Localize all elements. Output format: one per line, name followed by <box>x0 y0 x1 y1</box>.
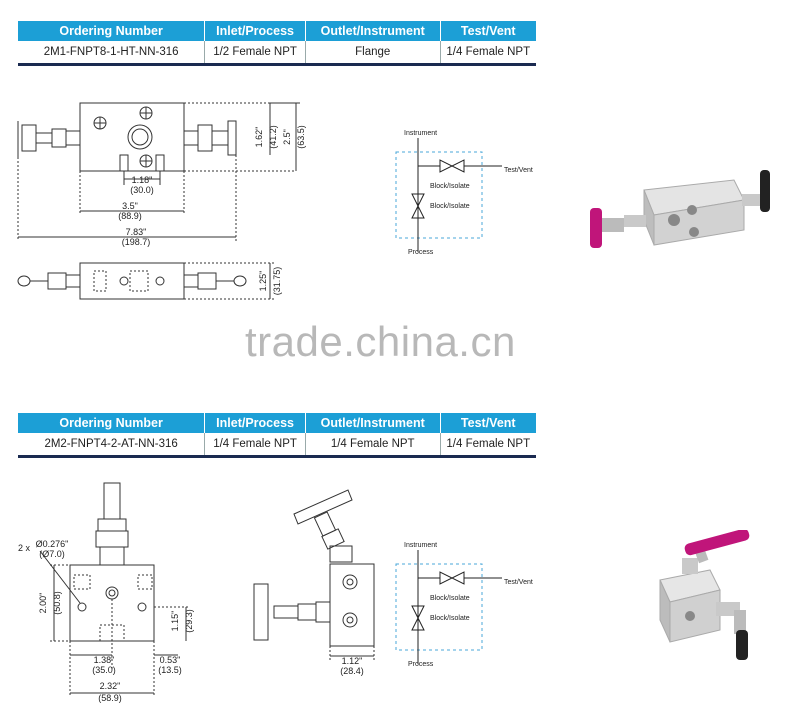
schematic-2-process-label: Process <box>408 661 434 668</box>
header-outlet-instrument: Outlet/Instrument <box>305 413 441 433</box>
schematic-1-process-label: Process <box>408 249 434 256</box>
dim-2-00-mm: (50.8) <box>52 591 62 615</box>
dim-2-32-mm: (58.9) <box>98 693 122 703</box>
product-photo-2 <box>659 530 750 660</box>
schematic-1-block-top-label: Block/Isolate <box>430 183 470 190</box>
schematic-1: Instrument Test/Vent Block/Isolate Block… <box>395 130 533 256</box>
dim-2-32: 2.32" <box>100 681 121 691</box>
holes-count: 2 x <box>18 543 31 553</box>
schematic-2: Instrument Test/Vent Block/Isolate Block… <box>395 542 533 668</box>
dim-1-15-mm: (29.3) <box>184 609 194 633</box>
watermark: trade.china.cn <box>245 318 516 365</box>
dim-1-62-mm: (41.2) <box>268 125 278 149</box>
ordering-table-1: Ordering Number Inlet/Process Outlet/Ins… <box>18 21 536 66</box>
header-test-vent: Test/Vent <box>440 413 536 433</box>
dim-7-83: 7.83" <box>126 227 147 237</box>
dim-1-15: 1.15" <box>170 611 180 632</box>
dim-1-25: 1.25" <box>258 271 268 292</box>
dim-2-5: 2.5" <box>282 129 292 145</box>
dim-3-5: 3.5" <box>122 201 138 211</box>
header-inlet-process: Inlet/Process <box>204 21 306 41</box>
schematic-2-block-top-label: Block/Isolate <box>430 595 470 602</box>
hole-diameter: Ø0.276" <box>36 539 69 549</box>
cell-outlet-instrument: Flange <box>305 41 441 66</box>
dim-1-12-mm: (28.4) <box>340 666 364 676</box>
dim-7-83-mm: (198.7) <box>122 237 151 247</box>
hole-diameter-mm: (Ø7.0) <box>39 549 65 559</box>
schematic-2-block-bottom-label: Block/Isolate <box>430 615 470 622</box>
schematic-1-block-bottom-label: Block/Isolate <box>430 203 470 210</box>
header-test-vent: Test/Vent <box>440 21 536 41</box>
dim-1-38: 1.38" <box>94 655 115 665</box>
dim-0-53-mm: (13.5) <box>158 665 182 675</box>
cell-test-vent: 1/4 Female NPT <box>440 433 536 458</box>
dim-1-18-mm: (30.0) <box>130 185 154 195</box>
header-outlet-instrument: Outlet/Instrument <box>305 21 441 41</box>
dim-1-38-mm: (35.0) <box>92 665 116 675</box>
dim-0-53: 0.53" <box>160 655 181 665</box>
ordering-table-2: Ordering Number Inlet/Process Outlet/Ins… <box>18 413 536 458</box>
schematic-1-test-vent-label: Test/Vent <box>504 167 533 174</box>
schematic-1-instrument-label: Instrument <box>404 130 437 137</box>
drawing-1: 1.18" (30.0) 3.5" (88.9) 7.83" (198.7) 1… <box>17 102 306 300</box>
cell-inlet-process: 1/4 Female NPT <box>204 433 306 458</box>
header-inlet-process: Inlet/Process <box>204 413 306 433</box>
drawing-2: 2 x Ø0.276" (Ø7.0) 2.00" (50.8) 1.15" (2… <box>18 482 194 703</box>
schematic-2-instrument-label: Instrument <box>404 542 437 549</box>
drawing-3: 1.12" (28.4) <box>253 489 375 676</box>
dim-2-00: 2.00" <box>38 593 48 614</box>
dim-3-5-mm: (88.9) <box>118 211 142 221</box>
cell-ordering-number: 2M1-FNPT8-1-HT-NN-316 <box>18 41 206 66</box>
dim-1-12: 1.12" <box>342 656 363 666</box>
header-ordering-number: Ordering Number <box>18 21 206 41</box>
dim-2-5-mm: (63.5) <box>296 125 306 149</box>
header-ordering-number: Ordering Number <box>18 413 206 433</box>
cell-ordering-number: 2M2-FNPT4-2-AT-NN-316 <box>18 433 206 458</box>
cell-inlet-process: 1/2 Female NPT <box>204 41 306 66</box>
product-photo-1 <box>590 170 770 248</box>
dim-1-18: 1.18" <box>132 175 153 185</box>
schematic-2-test-vent-label: Test/Vent <box>504 579 533 586</box>
cell-test-vent: 1/4 Female NPT <box>440 41 536 66</box>
dim-1-62: 1.62" <box>254 127 264 148</box>
dim-1-25-mm: (31.75) <box>272 267 282 296</box>
cell-outlet-instrument: 1/4 Female NPT <box>305 433 441 458</box>
